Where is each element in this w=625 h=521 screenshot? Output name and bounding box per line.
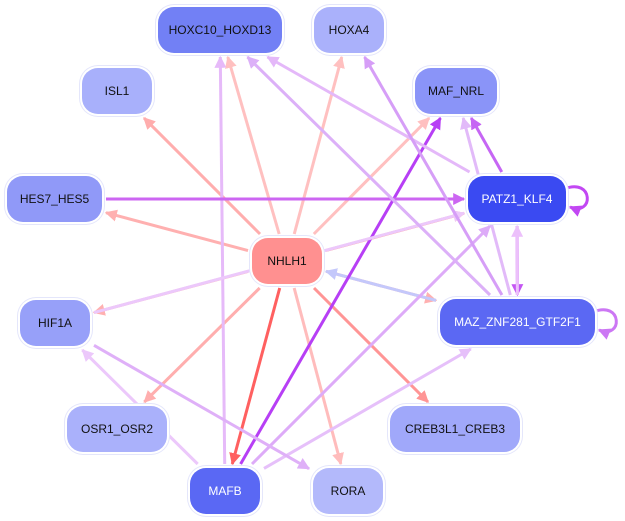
edge-mafb-to-patz1_klf4 [250,224,492,466]
edge-nhlh1-to-isl1 [142,116,262,236]
edge-maz_znf281_gtf2f1-to-hoxc10_hoxd13 [246,55,492,297]
edge-hif1a-to-rora [93,344,311,470]
node-label: HOXA4 [328,23,370,37]
node-osr1-osr2[interactable]: OSR1_OSR2 [67,406,167,452]
node-rora[interactable]: RORA [313,468,383,514]
edge-nhlh1-to-osr1_osr2 [143,286,261,404]
edge-mafb-to-maf_nrl [239,116,442,465]
edge-patz1_klf4-to-patz1_klf4 [563,185,589,217]
node-label: OSR1_OSR2 [80,422,154,436]
node-label: RORA [330,484,366,498]
node-isl1[interactable]: ISL1 [82,68,152,114]
node-label: ISL1 [104,84,130,98]
node-hoxa4[interactable]: HOXA4 [314,7,384,53]
node-nhlh1[interactable]: NHLH1 [252,238,322,284]
node-creb3l1-creb3[interactable]: CREB3L1_CREB3 [390,406,520,452]
node-mafb[interactable]: MAFB [190,468,260,514]
edge-nhlh1-to-hoxc10_hoxd13 [225,55,281,235]
node-label: MAZ_ZNF281_GTF2F1 [454,315,581,329]
edge-patz1_klf4-to-hoxc10_hoxd13 [266,55,471,174]
edge-nhlh1-to-hes7_hes5 [104,209,249,253]
node-label: CREB3L1_CREB3 [404,422,506,436]
node-maz-znf281-gtf2f1[interactable]: MAZ_ZNF281_GTF2F1 [440,299,595,345]
node-label: MAF_NRL [427,84,484,98]
edge-mafb-to-maz_znf281_gtf2f1 [263,347,472,470]
node-label: HIF1A [37,316,72,330]
edge-mafb-to-hoxc10_hoxd13 [214,55,227,465]
edge-patz1_klf4-to-maf_nrl [469,116,504,173]
edge-maz_znf281_gtf2f1-to-hoxa4 [363,55,504,296]
node-hoxc10-hoxd13[interactable]: HOXC10_HOXD13 [158,7,282,53]
edge-maz_znf281_gtf2f1-to-nhlh1 [324,268,437,302]
node-label: HOXC10_HOXD13 [168,23,272,37]
node-label: HES7_HES5 [19,192,90,206]
node-label: NHLH1 [267,254,307,268]
edge-nhlh1-to-mafb [229,287,282,466]
node-maf-nrl[interactable]: MAF_NRL [415,68,497,114]
node-patz1-klf4[interactable]: PATZ1_KLF4 [468,176,566,222]
edge-nhlh1-to-hoxa4 [292,55,345,235]
node-hif1a[interactable]: HIF1A [20,300,90,346]
node-hes7-hes5[interactable]: HES7_HES5 [7,176,102,222]
edge-maz_znf281_gtf2f1-to-maz_znf281_gtf2f1 [592,308,618,340]
node-label: PATZ1_KLF4 [481,192,553,206]
edge-nhlh1-to-rora [292,287,344,466]
node-label: MAFB [208,484,242,498]
